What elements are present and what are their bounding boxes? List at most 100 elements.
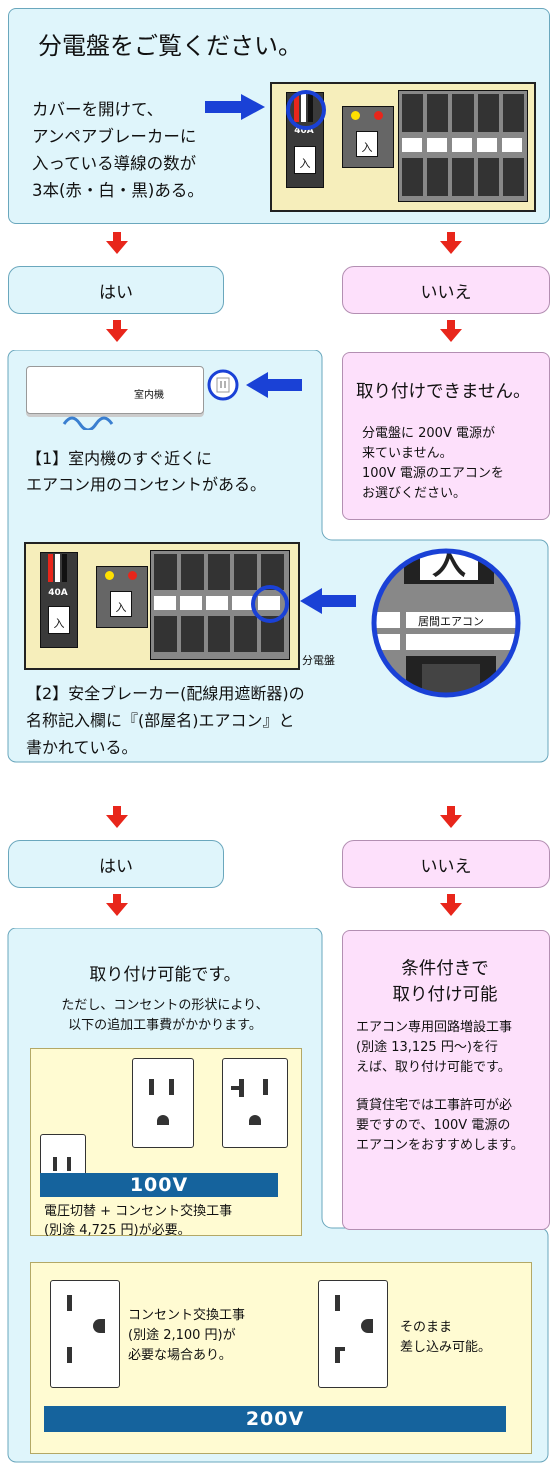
left-arrow-icon (300, 588, 356, 614)
outlet-slot (67, 1157, 71, 1171)
switch-2: 入 (356, 131, 378, 157)
down-arrow-icon (440, 232, 462, 254)
outlet-100v-t-slot-icon (222, 1058, 288, 1148)
branch-breaker (261, 554, 284, 590)
no-box-2: いいえ (342, 840, 550, 888)
outlet-slot (335, 1295, 340, 1311)
voltage-bar-100v: 100V (40, 1173, 278, 1197)
ground-slot (249, 1115, 261, 1125)
right-arrow-icon (205, 94, 265, 120)
breaker-amp-label: 40A (48, 588, 68, 598)
outlet-slot (169, 1079, 174, 1095)
branch-breaker (261, 616, 284, 652)
branch-breaker (180, 616, 204, 652)
outlet-slot (263, 1079, 268, 1095)
outlet-100v-ground-icon (132, 1058, 194, 1148)
left-arrow-icon (246, 372, 302, 398)
outlet-200v-note-b: そのまま 差し込み可能。 (400, 1320, 492, 1355)
outlet-slot (239, 1079, 244, 1097)
branch-breaker (427, 94, 449, 132)
down-arrow-icon (440, 806, 462, 828)
switch-1: 入 (48, 606, 70, 634)
outlet-slot (231, 1086, 241, 1090)
branch-breaker-row-bottom (154, 616, 284, 652)
down-arrow-icon (106, 320, 128, 342)
yellow-lamp (351, 111, 360, 120)
outlet-slot (335, 1347, 340, 1363)
yes-box-1: はい (8, 266, 224, 314)
branch-breaker-row-top (154, 554, 284, 590)
branch-breaker-row-bottom (402, 158, 525, 196)
ground-slot (361, 1319, 373, 1333)
panel-label: 分電盤 (302, 654, 335, 667)
yes-box-2: はい (8, 840, 224, 888)
question1-text: カバーを開けて、 アンペアブレーカーに 入っている導線の数が 3本(赤・白・黒)… (32, 100, 204, 200)
question1-title: 分電盤をご覧ください。 (38, 32, 302, 60)
svg-text:入: 入 (432, 543, 466, 583)
branch-breaker (180, 554, 204, 590)
no-result-1-title: 取り付けできません。 (356, 382, 531, 402)
branch-breaker (402, 158, 424, 196)
breaker-amp-label: 40A (294, 126, 314, 136)
outlet-200v-note-a: コンセント交換工事 (別途 2,100 円)が 必要な場合あり。 (128, 1308, 246, 1363)
switch-2: 入 (110, 591, 132, 617)
down-arrow-icon (106, 232, 128, 254)
branch-breaker (477, 158, 499, 196)
branch-breaker (502, 94, 525, 132)
outlet-200v-type-b-icon (318, 1280, 388, 1388)
down-arrow-icon (440, 894, 462, 916)
branch-breaker (234, 554, 258, 590)
branch-breaker (452, 94, 474, 132)
no-result-2-panel (342, 930, 550, 1230)
outlet-slot (335, 1347, 345, 1351)
down-arrow-icon (106, 806, 128, 828)
condition-item-2: 【2】安全ブレーカー(配線用遮断器)の 名称記入欄に『(部屋名)エアコン』と 書… (26, 684, 305, 757)
wires-icon (294, 94, 313, 122)
outlet-slot (67, 1295, 72, 1311)
down-arrow-icon (440, 320, 462, 342)
yes-result-title: 取り付け可能です。 (89, 965, 241, 985)
zoom-label: 居間エアコン (418, 615, 484, 628)
ground-slot (157, 1115, 169, 1125)
red-lamp (374, 111, 383, 120)
condition-item-1: 【1】室内機のすぐ近くに エアコン用のコンセントがある。 (26, 449, 267, 494)
outlet-slot (149, 1079, 154, 1095)
yes-result-text: ただし、コンセントの形状により、 以下の追加工事費がかかります。 (61, 998, 269, 1033)
voltage-bar-200v: 200V (44, 1406, 506, 1432)
branch-breaker (477, 94, 499, 132)
ground-slot (93, 1319, 105, 1333)
branch-breaker (234, 616, 258, 652)
outlet-slot (53, 1157, 57, 1171)
no-result-1-panel (342, 352, 550, 520)
no-result-1-text: 分電盤に 200V 電源が 来ていません。 100V 電源のエアコンを お選びく… (362, 426, 504, 501)
outlet-slot (67, 1347, 72, 1363)
highlight-circle-icon (207, 369, 239, 401)
switch-1: 入 (294, 146, 316, 174)
zoom-circle-icon: 入 (371, 543, 521, 698)
branch-breaker (207, 554, 231, 590)
highlight-circle-icon (286, 90, 326, 130)
no-box-1: いいえ (342, 266, 550, 314)
branch-breaker-row-top (402, 94, 525, 132)
branch-breaker (154, 616, 177, 652)
down-arrow-icon (106, 894, 128, 916)
red-lamp (128, 571, 137, 580)
outlet-200v-type-a-icon (50, 1280, 120, 1388)
branch-breaker (207, 616, 231, 652)
outlet-100v-note: 電圧切替 + コンセント交換工事 (別途 4,725 円)が必要。 (44, 1204, 233, 1238)
name-label-strip (402, 138, 524, 152)
wires-icon (48, 554, 67, 582)
no-result-2-text-1: エアコン専用回路増設工事 (別途 13,125 円〜)を行 えば、取り付け可能で… (356, 1020, 513, 1075)
branch-breaker (452, 158, 474, 196)
branch-breaker (502, 158, 525, 196)
branch-breaker (402, 94, 424, 132)
indoor-unit-illustration (26, 366, 204, 414)
yellow-lamp (105, 571, 114, 580)
indoor-unit-label: 室内機 (134, 390, 164, 401)
branch-breaker (154, 554, 177, 590)
branch-breaker (427, 158, 449, 196)
no-result-2-text-2: 賃貸住宅では工事許可が必 要ですので、100V 電源の エアコンをおすすめします… (356, 1098, 524, 1153)
highlight-circle-icon (251, 585, 289, 623)
airflow-icon (62, 416, 114, 430)
no-result-2-title: 条件付きで 取り付け可能 (392, 959, 498, 1005)
